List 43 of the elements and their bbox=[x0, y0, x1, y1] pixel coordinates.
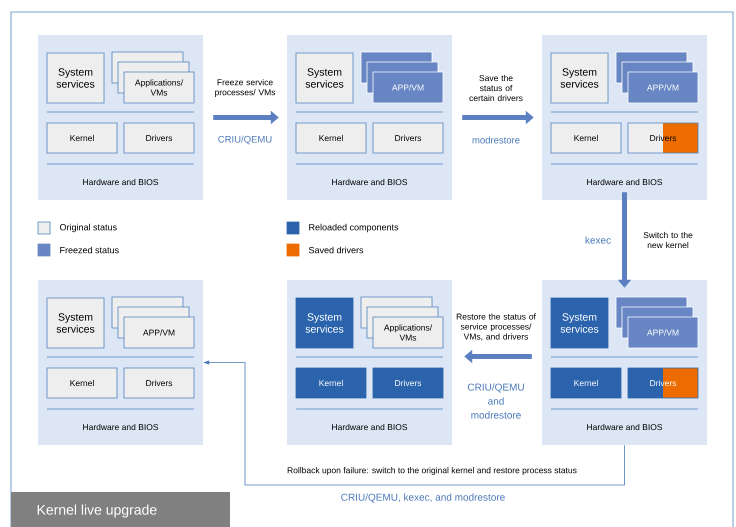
kernel-box: Kernel bbox=[550, 122, 622, 154]
drivers-box: Drivers bbox=[124, 122, 194, 154]
legend-text: Original status bbox=[60, 224, 117, 232]
tool-label: kexec bbox=[586, 236, 611, 244]
legend-text: Freezed status bbox=[60, 246, 119, 254]
legend-text: Saved drivers bbox=[308, 246, 364, 254]
node-label: VMs bbox=[150, 90, 168, 96]
node-label: APP/VM bbox=[392, 84, 424, 91]
app-stack: APP/VM bbox=[360, 52, 444, 104]
edge-label: Rollback upon failure: switch to the original kernel and restore process status bbox=[286, 466, 578, 476]
edge-label: Freeze service processes/ VMs bbox=[215, 79, 276, 97]
node-label: VMs bbox=[400, 334, 416, 341]
app-stack: APP/VM bbox=[112, 296, 194, 348]
edge-label: Switch to the new kernel bbox=[644, 232, 692, 248]
node-label: APP/VM bbox=[646, 84, 678, 91]
tool-label: modrestore bbox=[472, 136, 520, 144]
kernel-box: Kernel bbox=[46, 368, 118, 398]
node-label: APP/VM bbox=[142, 329, 174, 336]
title-band: Kernel live upgrade bbox=[11, 492, 230, 527]
system-services-box: System services bbox=[46, 52, 104, 104]
edge-label: Save the status of certain drivers bbox=[469, 74, 523, 102]
kernel-box: Kernel bbox=[46, 122, 118, 154]
drivers-box: Drivers bbox=[372, 122, 444, 154]
tool-label: CRIU/QEMU bbox=[218, 136, 272, 144]
kernel-box: Kernel bbox=[296, 368, 366, 398]
tool-label: CRIU/QEMU and modrestore bbox=[468, 383, 524, 419]
app-stack: APP/VM bbox=[616, 296, 698, 348]
system-services-box: System services bbox=[550, 298, 608, 348]
app-stack: Applications/ VMs bbox=[360, 296, 444, 348]
app-stack: APP/VM bbox=[616, 52, 698, 104]
system-services-box: System services bbox=[296, 298, 354, 348]
app-stack: Applications/ VMs bbox=[112, 52, 194, 104]
tool-label: CRIU/QEMU, kexec, and modrestore bbox=[341, 493, 505, 503]
system-services-box: System services bbox=[296, 52, 354, 104]
node-label: APP/VM bbox=[646, 329, 678, 336]
system-services-box: System services bbox=[46, 298, 104, 348]
kernel-box: Kernel bbox=[550, 368, 622, 398]
legend-text: Reloaded components bbox=[309, 224, 398, 232]
kernel-box: Kernel bbox=[296, 122, 366, 154]
drivers-box: Drivers bbox=[124, 368, 194, 398]
edge-label: Restore the status of service processes/ VMs, and drivers bbox=[456, 313, 536, 341]
system-services-box: System services bbox=[550, 52, 608, 104]
drivers-box: Drivers bbox=[372, 368, 444, 398]
